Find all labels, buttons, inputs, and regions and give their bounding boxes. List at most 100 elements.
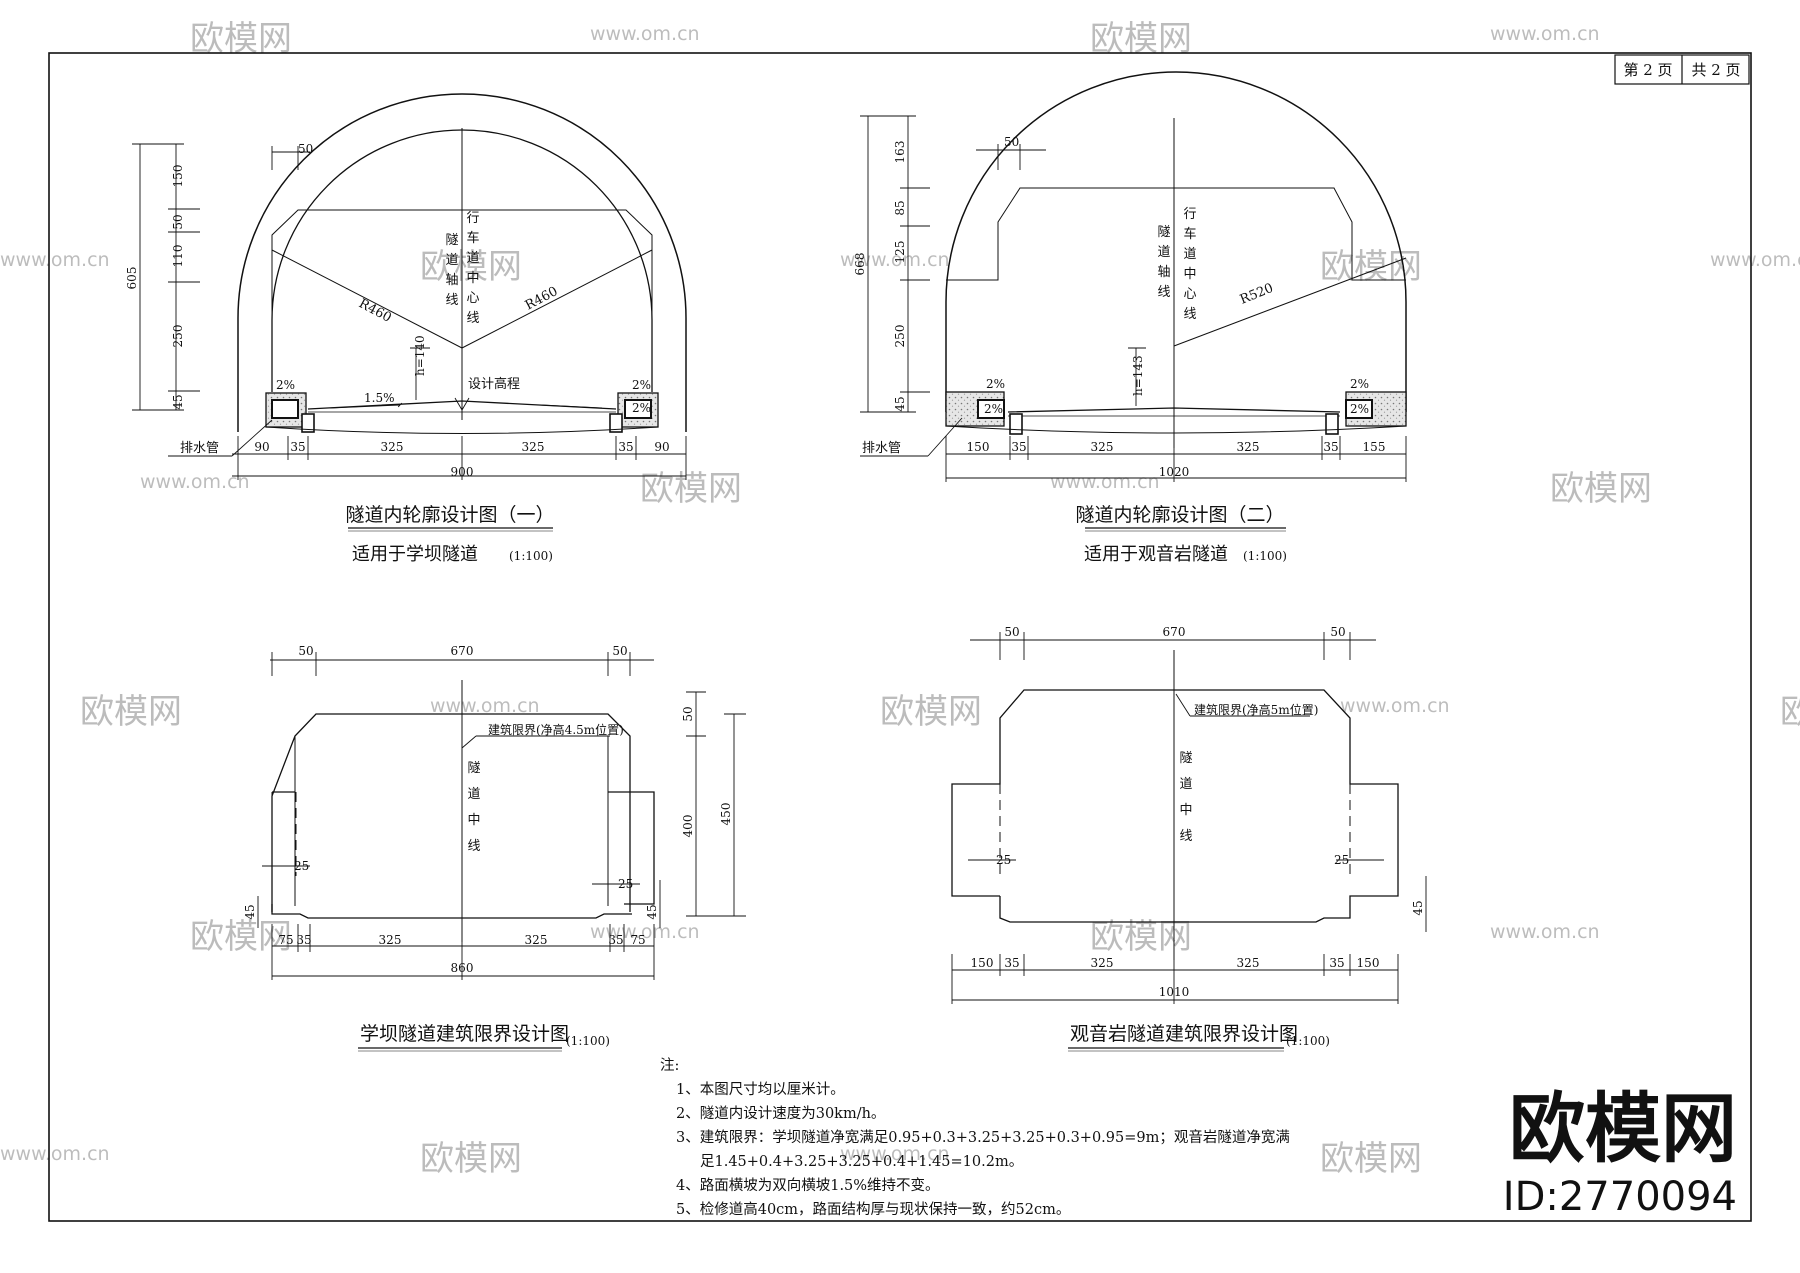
top-dim-label: 50 xyxy=(1330,625,1345,639)
road-centerline-char: 道 xyxy=(1183,247,1196,262)
drawing3-title: 学坝隧道建筑限界设计图 xyxy=(360,1023,569,1045)
tunnel-axis-char: 隧 xyxy=(445,232,458,248)
watermark-brand: 欧模网 xyxy=(1780,692,1800,732)
h-label: h=140 xyxy=(413,335,427,376)
top-dim-label: 670 xyxy=(1163,625,1186,639)
bottom-dim-label: 325 xyxy=(1091,440,1114,454)
drawing2-subtitle: 适用于观音岩隧道 xyxy=(1084,544,1228,565)
vertical-dim-label: 110 xyxy=(171,245,185,268)
vertical-dim-label: 125 xyxy=(893,241,907,264)
drawing2-scale: (1:100) xyxy=(1243,549,1287,563)
slope-right-label-2: 2% xyxy=(1350,377,1369,391)
tunnel-axis-char: 线 xyxy=(1157,285,1170,300)
bottom-dim-label: 325 xyxy=(1237,956,1260,970)
brand-id: ID:2770094 xyxy=(1503,1174,1737,1220)
slope-box-right-label: 2% xyxy=(632,401,651,415)
slope-right-label: 2% xyxy=(632,378,651,392)
right-dim-label: 400 xyxy=(681,815,695,838)
bottom-dim-label: 325 xyxy=(1091,956,1114,970)
tunnel-centerline-char: 隧 xyxy=(467,760,480,776)
side-dim-label: 25 xyxy=(294,859,309,873)
right-dim-label: 450 xyxy=(719,803,733,826)
note-item: 4、路面横坡为双向横坡1.5%维持不变。 xyxy=(676,1177,940,1194)
notes-heading: 注: xyxy=(660,1057,679,1074)
drawing2-title: 隧道内轮廓设计图（二） xyxy=(1075,504,1284,526)
total-width-label-4: 1010 xyxy=(1159,985,1190,999)
tunnel-centerline-char: 中 xyxy=(467,813,480,828)
bottom-dim-label: 35 xyxy=(1011,440,1026,454)
watermark-brand: 欧模网 xyxy=(880,692,982,732)
bottom-dim-label: 325 xyxy=(525,933,548,947)
road-centerline-char: 车 xyxy=(1183,226,1196,242)
watermark-url: www.om.cn xyxy=(0,249,110,271)
side-dim-label: 25 xyxy=(996,853,1011,867)
watermark-brand: 欧模网 xyxy=(420,1139,522,1179)
bottom-dim-label: 35 xyxy=(1004,956,1019,970)
page-current: 第 2 页 xyxy=(1623,61,1672,79)
watermark-brand: 欧模网 xyxy=(420,247,522,287)
bottom-dim-label: 35 xyxy=(618,440,633,454)
tunnel-axis-char: 线 xyxy=(445,293,458,308)
right-dim-label: 50 xyxy=(681,706,695,721)
road-centerline-char: 心 xyxy=(1183,287,1196,302)
watermark-brand: 欧模网 xyxy=(1320,1139,1422,1179)
watermark-brand: 欧模网 xyxy=(640,469,742,509)
road-centerline-char: 中 xyxy=(466,271,479,286)
watermark-url: www.om.cn xyxy=(430,695,540,717)
bottom-dim-label: 90 xyxy=(254,440,269,454)
top-dim-label: 50 xyxy=(1004,625,1019,639)
bottom-dim-label: 325 xyxy=(522,440,545,454)
bottom-dim-label: 325 xyxy=(381,440,404,454)
bottom-dim-label: 150 xyxy=(1357,956,1380,970)
vertical-dim-label: 250 xyxy=(171,325,185,348)
slope-box-right-label-2: 2% xyxy=(1350,402,1369,416)
bottom-dim-label: 75 xyxy=(630,933,645,947)
drawing1-subtitle: 适用于学坝隧道 xyxy=(352,544,478,565)
total-width-label-2: 1020 xyxy=(1159,465,1190,479)
watermark-url: www.om.cn xyxy=(590,921,700,943)
bottom-dim-label: 35 xyxy=(1329,956,1344,970)
watermark-url: www.om.cn xyxy=(1710,249,1800,271)
h-label-2: h=143 xyxy=(1131,355,1145,396)
watermark-url: www.om.cn xyxy=(840,249,950,271)
page-total: 共 2 页 xyxy=(1691,61,1740,79)
side-dim-label: 25 xyxy=(1334,853,1349,867)
bottom-dim-label: 150 xyxy=(967,440,990,454)
watermark-url: www.om.cn xyxy=(1490,921,1600,943)
drain-label-2: 排水管 xyxy=(862,441,901,456)
bottom-dim-label: 90 xyxy=(654,440,669,454)
clearance-label: 建筑限界(净高4.5m位置) xyxy=(488,722,624,737)
tunnel-axis-char: 道 xyxy=(1157,245,1170,260)
road-centerline-char: 行 xyxy=(1183,207,1196,222)
vertical-dim-label: 163 xyxy=(893,141,907,164)
road-centerline-char: 心 xyxy=(466,291,479,306)
tunnel-axis-char: 道 xyxy=(445,253,458,268)
vertical-dim-label: 45 xyxy=(893,396,907,411)
watermark-brand: 欧模网 xyxy=(190,917,292,957)
watermark-layer: 欧模网欧模网欧模网欧模网欧模网欧模网欧模网欧模网欧模网欧模网欧模网欧模网欧模网w… xyxy=(0,19,1800,1179)
note-item: 1、本图尺寸均以厘米计。 xyxy=(676,1081,845,1098)
side-dim-label: 45 xyxy=(243,904,257,919)
watermark-brand: 欧模网 xyxy=(1090,917,1192,957)
vertical-dim-label: 85 xyxy=(893,200,907,215)
watermark-url: www.om.cn xyxy=(0,1143,110,1165)
side-dim-label: 45 xyxy=(1411,900,1425,915)
bottom-dim-label: 325 xyxy=(1237,440,1260,454)
clearance-limit-2 xyxy=(951,632,1427,1004)
road-centerline-char: 车 xyxy=(466,230,479,246)
slope-left-label: 2% xyxy=(276,378,295,392)
tunnel-profile-1 xyxy=(132,93,687,480)
bottom-dim-label: 35 xyxy=(290,440,305,454)
vertical-dim-label: 50 xyxy=(171,214,185,229)
watermark-brand: 欧模网 xyxy=(1320,247,1422,287)
watermark-url: www.om.cn xyxy=(840,1143,950,1165)
watermark-url: www.om.cn xyxy=(140,471,250,493)
clearance-limit-1 xyxy=(257,652,746,980)
side-dim-label: 25 xyxy=(618,877,633,891)
road-centerline-char: 行 xyxy=(466,211,479,226)
watermark-brand: 欧模网 xyxy=(80,692,182,732)
note-item: 3、建筑限界：学坝隧道净宽满足0.95+0.3+3.25+3.25+0.3+0.… xyxy=(676,1129,1290,1146)
